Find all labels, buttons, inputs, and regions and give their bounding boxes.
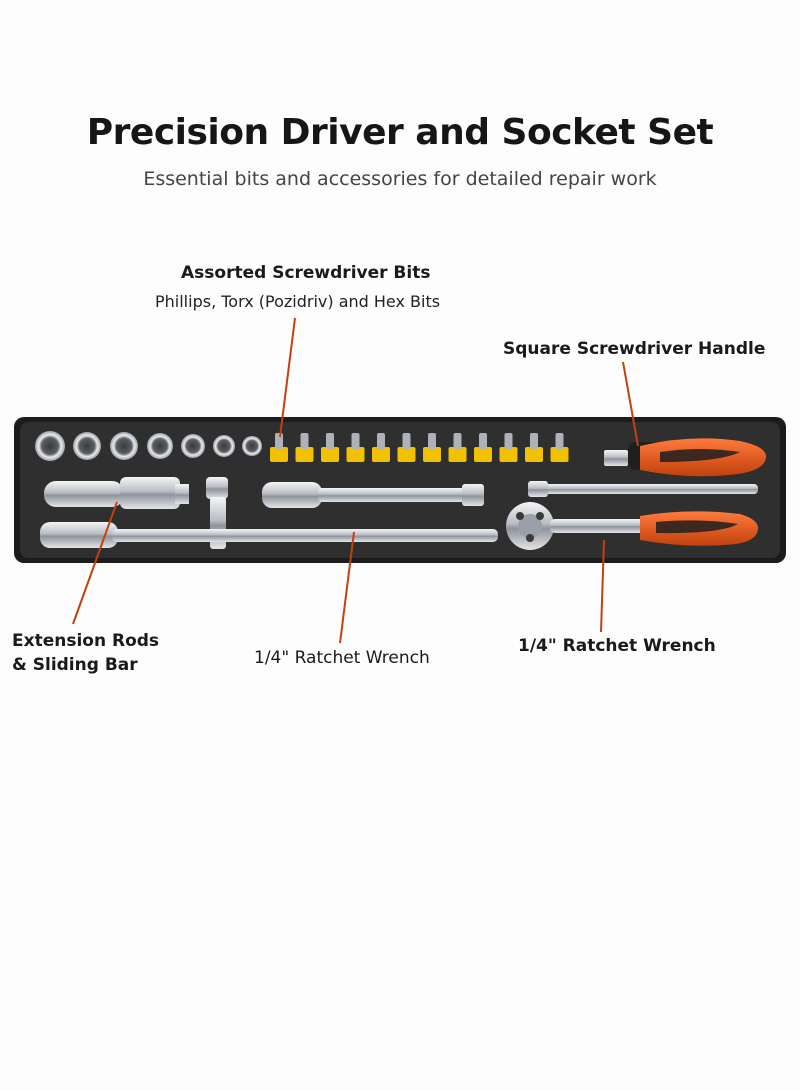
bit-tip: [377, 433, 385, 449]
leader-handle: [622, 361, 639, 447]
leader-ratchet-center: [339, 531, 355, 644]
bit-tip: [351, 433, 360, 449]
callout-extension-label: Extension Rods & Sliding Bar: [12, 629, 159, 677]
callout-ratchet-center-label: 1/4" Ratchet Wrench: [254, 648, 430, 668]
extension-bar: [262, 482, 484, 508]
bit-tip: [530, 433, 538, 449]
bit-holder: [499, 447, 518, 462]
callout-ratchet-right-label: 1/4" Ratchet Wrench: [518, 636, 716, 656]
callout-bits-label: Assorted Screwdriver Bits: [181, 263, 431, 283]
page-subtitle: Essential bits and accessories for detai…: [143, 168, 657, 190]
bit-holder: [270, 447, 288, 462]
bit-holder: [525, 447, 543, 462]
bit-tip: [504, 433, 513, 449]
leader-lines: [72, 317, 639, 644]
callout-handle-label: Square Screwdriver Handle: [503, 339, 766, 359]
bit-holder: [295, 447, 314, 462]
screwdriver-shaft: [528, 481, 758, 497]
leader-extension: [72, 501, 118, 625]
bit-holder: [321, 447, 339, 462]
bit-holder: [448, 447, 467, 462]
bit-holder: [346, 447, 365, 462]
leader-bits: [279, 317, 296, 438]
callout-extension-line2: & Sliding Bar: [12, 655, 138, 675]
bit-row: [270, 433, 569, 462]
square-adapter: [604, 450, 628, 466]
universal-joint: [44, 477, 189, 509]
socket-row: [35, 431, 262, 461]
leader-ratchet-right: [600, 539, 605, 633]
page-title: Precision Driver and Socket Set: [86, 112, 714, 153]
long-sliding-bar: [40, 522, 498, 548]
bit-holder: [372, 447, 390, 462]
callout-extension-line1: Extension Rods: [12, 631, 160, 651]
bit-tip: [555, 433, 564, 449]
bit-holder: [423, 447, 441, 462]
callout-bits-sublabel: Phillips, Torx (Pozidriv) and Hex Bits: [155, 292, 441, 311]
bit-tip: [479, 433, 487, 449]
bit-tip: [453, 433, 462, 449]
bit-holder: [474, 447, 492, 462]
bit-tip: [300, 433, 309, 449]
bit-holder: [550, 447, 569, 462]
bit-holder: [397, 447, 416, 462]
bit-tip: [275, 433, 283, 449]
bit-tip: [428, 433, 436, 449]
bit-tip: [326, 433, 334, 449]
bit-tip: [402, 433, 411, 449]
screwdriver-handle-top: [628, 438, 767, 477]
ratchet-wrench: [506, 502, 759, 550]
